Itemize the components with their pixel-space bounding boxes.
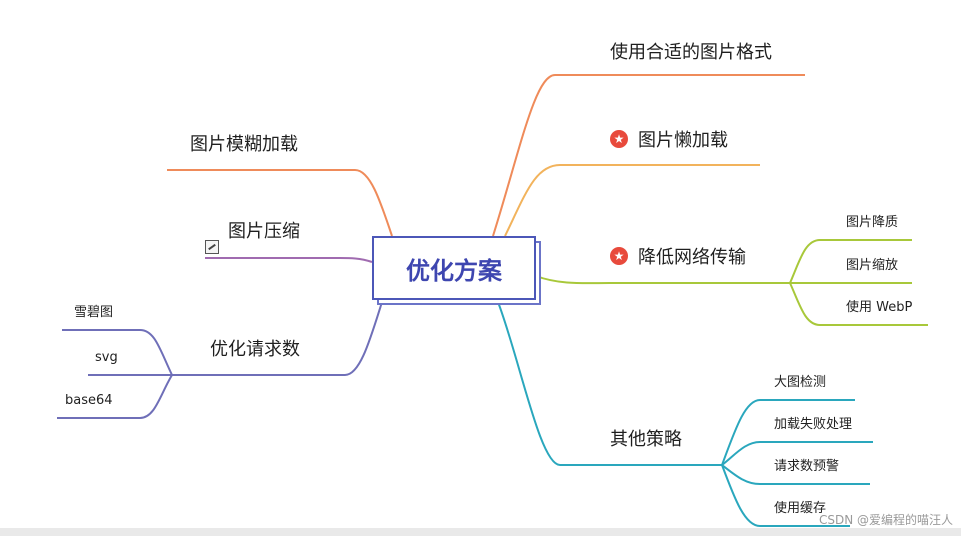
root-node[interactable]: 优化方案 xyxy=(372,236,536,300)
node-network-child[interactable]: 图片降质 xyxy=(846,215,899,230)
node-requests-child[interactable]: svg xyxy=(95,350,118,365)
edge-requests-child-3 xyxy=(57,374,173,419)
node-network-child[interactable]: 图片缩放 xyxy=(846,258,899,273)
edge-network-child-1 xyxy=(789,239,912,284)
edge-other-child-3 xyxy=(721,464,870,485)
node-compress[interactable]: 图片压缩 xyxy=(228,223,300,241)
edge-lazy xyxy=(504,164,760,237)
edge-blur xyxy=(167,169,393,237)
edge-compress xyxy=(205,257,373,263)
edge-other-child-4 xyxy=(721,464,850,527)
node-other-child[interactable]: 大图检测 xyxy=(774,375,827,390)
image-icon xyxy=(205,240,219,254)
edge-requests xyxy=(172,301,383,376)
node-network-child[interactable]: 使用 WebP xyxy=(846,300,913,315)
root-label: 优化方案 xyxy=(406,256,502,285)
node-other-label: 其他策略 xyxy=(610,429,682,450)
node-requests-child[interactable]: 雪碧图 xyxy=(74,305,114,320)
node-compress-label: 图片压缩 xyxy=(228,221,300,242)
edge-other-child-2 xyxy=(721,441,873,466)
node-lazy-label: 图片懒加载 xyxy=(638,130,728,151)
edge-other xyxy=(497,301,722,466)
star-badge-icon: ★ xyxy=(610,130,628,148)
node-requests-child[interactable]: base64 xyxy=(65,393,113,408)
node-lazy[interactable]: ★ 图片懒加载 xyxy=(610,130,728,151)
node-other-child[interactable]: 加载失败处理 xyxy=(774,417,853,432)
edge-format xyxy=(492,74,805,237)
edge-network-child-3 xyxy=(789,282,928,326)
edge-other-child-1 xyxy=(721,399,855,466)
node-format[interactable]: 使用合适的图片格式 xyxy=(610,44,772,62)
node-other-child[interactable]: 使用缓存 xyxy=(774,501,827,516)
edge-network xyxy=(535,275,790,285)
node-format-label: 使用合适的图片格式 xyxy=(610,42,772,63)
node-blur-label: 图片模糊加载 xyxy=(190,134,298,155)
node-requests[interactable]: 优化请求数 xyxy=(210,341,300,359)
node-network-label: 降低网络传输 xyxy=(638,247,746,268)
node-other-child[interactable]: 请求数预警 xyxy=(774,459,840,474)
node-blur[interactable]: 图片模糊加载 xyxy=(190,136,298,154)
bottom-bar xyxy=(0,528,961,536)
edge-requests-child-1 xyxy=(62,329,173,376)
watermark: CSDN @爱编程的喵汪人 xyxy=(818,513,953,527)
node-requests-label: 优化请求数 xyxy=(210,339,300,360)
node-other[interactable]: 其他策略 xyxy=(610,431,682,449)
star-badge-icon: ★ xyxy=(610,247,628,265)
node-network[interactable]: ★ 降低网络传输 xyxy=(610,247,746,268)
